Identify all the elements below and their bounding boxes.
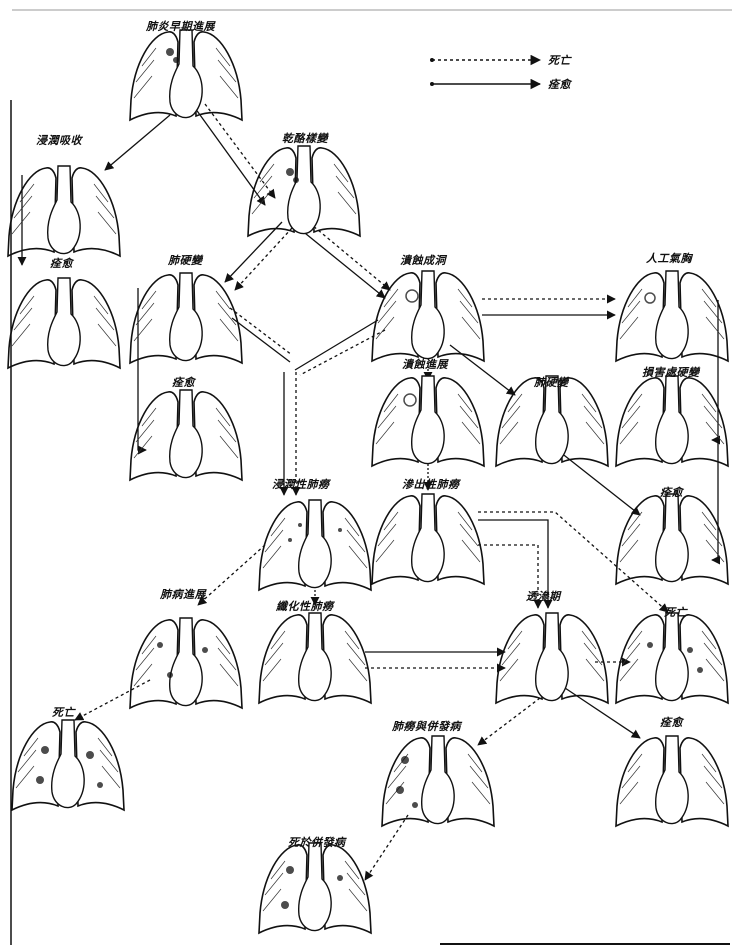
node-label-n9: 浸潤性肺癆 (272, 476, 330, 492)
node-label-n11: 肺硬變 (534, 374, 569, 390)
lesion-marks (36, 48, 703, 909)
edge-n4-n5-dotted (235, 228, 292, 290)
node-label-n14: 痊愈 (660, 484, 683, 500)
lung-n13 (616, 376, 728, 466)
edge-n7-n9-solid (295, 320, 378, 370)
lung-n22 (259, 843, 371, 933)
edge-n1-n4-solid (195, 108, 265, 205)
edge-n9-n15 (198, 545, 265, 605)
lung-n4 (248, 146, 360, 236)
node-label-n10: 滲出性肺癆 (402, 476, 460, 492)
node-label-n19: 死亡 (52, 704, 75, 720)
node-label-n7: 潰蝕成洞 (400, 252, 446, 268)
legend (430, 58, 540, 86)
node-label-n22: 死於併發病 (288, 834, 346, 850)
lung-n8 (372, 376, 484, 466)
lung-n16 (259, 613, 371, 703)
node-label-n3: 痊愈 (50, 255, 73, 271)
edges (22, 104, 718, 880)
lung-n14 (616, 494, 728, 584)
lung-n21 (616, 736, 728, 826)
lung-n19 (12, 720, 124, 810)
edge-n10-n18-dotted (478, 512, 668, 612)
node-label-n4: 乾酪樣變 (282, 130, 328, 146)
edge-n15-n19 (75, 680, 150, 720)
lung-n3 (8, 278, 120, 368)
node-label-n8: 潰蝕進展 (402, 356, 448, 372)
lung-n6 (130, 390, 242, 480)
lung-n1 (130, 30, 242, 120)
node-label-n6: 痊愈 (172, 374, 195, 390)
node-label-n21: 痊愈 (660, 714, 683, 730)
edge-n1-n4-dotted (205, 104, 275, 198)
edge-n17-n20 (478, 698, 540, 745)
node-label-n2: 浸潤吸收 (36, 132, 82, 148)
lung-n9 (259, 500, 371, 590)
node-label-n15: 肺病進展 (160, 586, 206, 602)
lung-n18 (616, 613, 728, 703)
node-label-n20: 肺癆與併發病 (392, 718, 461, 734)
lung-n15 (130, 618, 242, 708)
legend-dotted-label: 死亡 (548, 52, 571, 68)
edge-n1-n2 (105, 115, 170, 170)
lung-n20 (382, 736, 494, 826)
edge-n4-n5-solid (225, 222, 282, 282)
lung-n2 (8, 166, 120, 256)
lung-n5 (130, 273, 242, 363)
edge-n4-n7-solid (295, 225, 385, 298)
edge-n7-n11 (450, 345, 515, 395)
node-label-n5: 肺硬變 (168, 252, 203, 268)
node-label-n17: 透滲期 (526, 588, 561, 604)
node-label-n12: 人工氣胸 (646, 250, 692, 266)
node-label-n16: 纖化性肺癆 (276, 598, 334, 614)
lung-nodes (8, 30, 728, 933)
lung-n10 (372, 494, 484, 584)
lung-n12 (616, 271, 728, 361)
node-label-n18: 死亡 (664, 604, 687, 620)
lung-n7 (372, 271, 484, 361)
node-label-n1: 肺炎早期進展 (146, 18, 215, 34)
edge-n13-n14 (712, 440, 718, 560)
legend-solid-label: 痊愈 (548, 76, 571, 92)
lung-n17 (496, 613, 608, 703)
node-label-n13: 損害處硬變 (642, 364, 700, 380)
